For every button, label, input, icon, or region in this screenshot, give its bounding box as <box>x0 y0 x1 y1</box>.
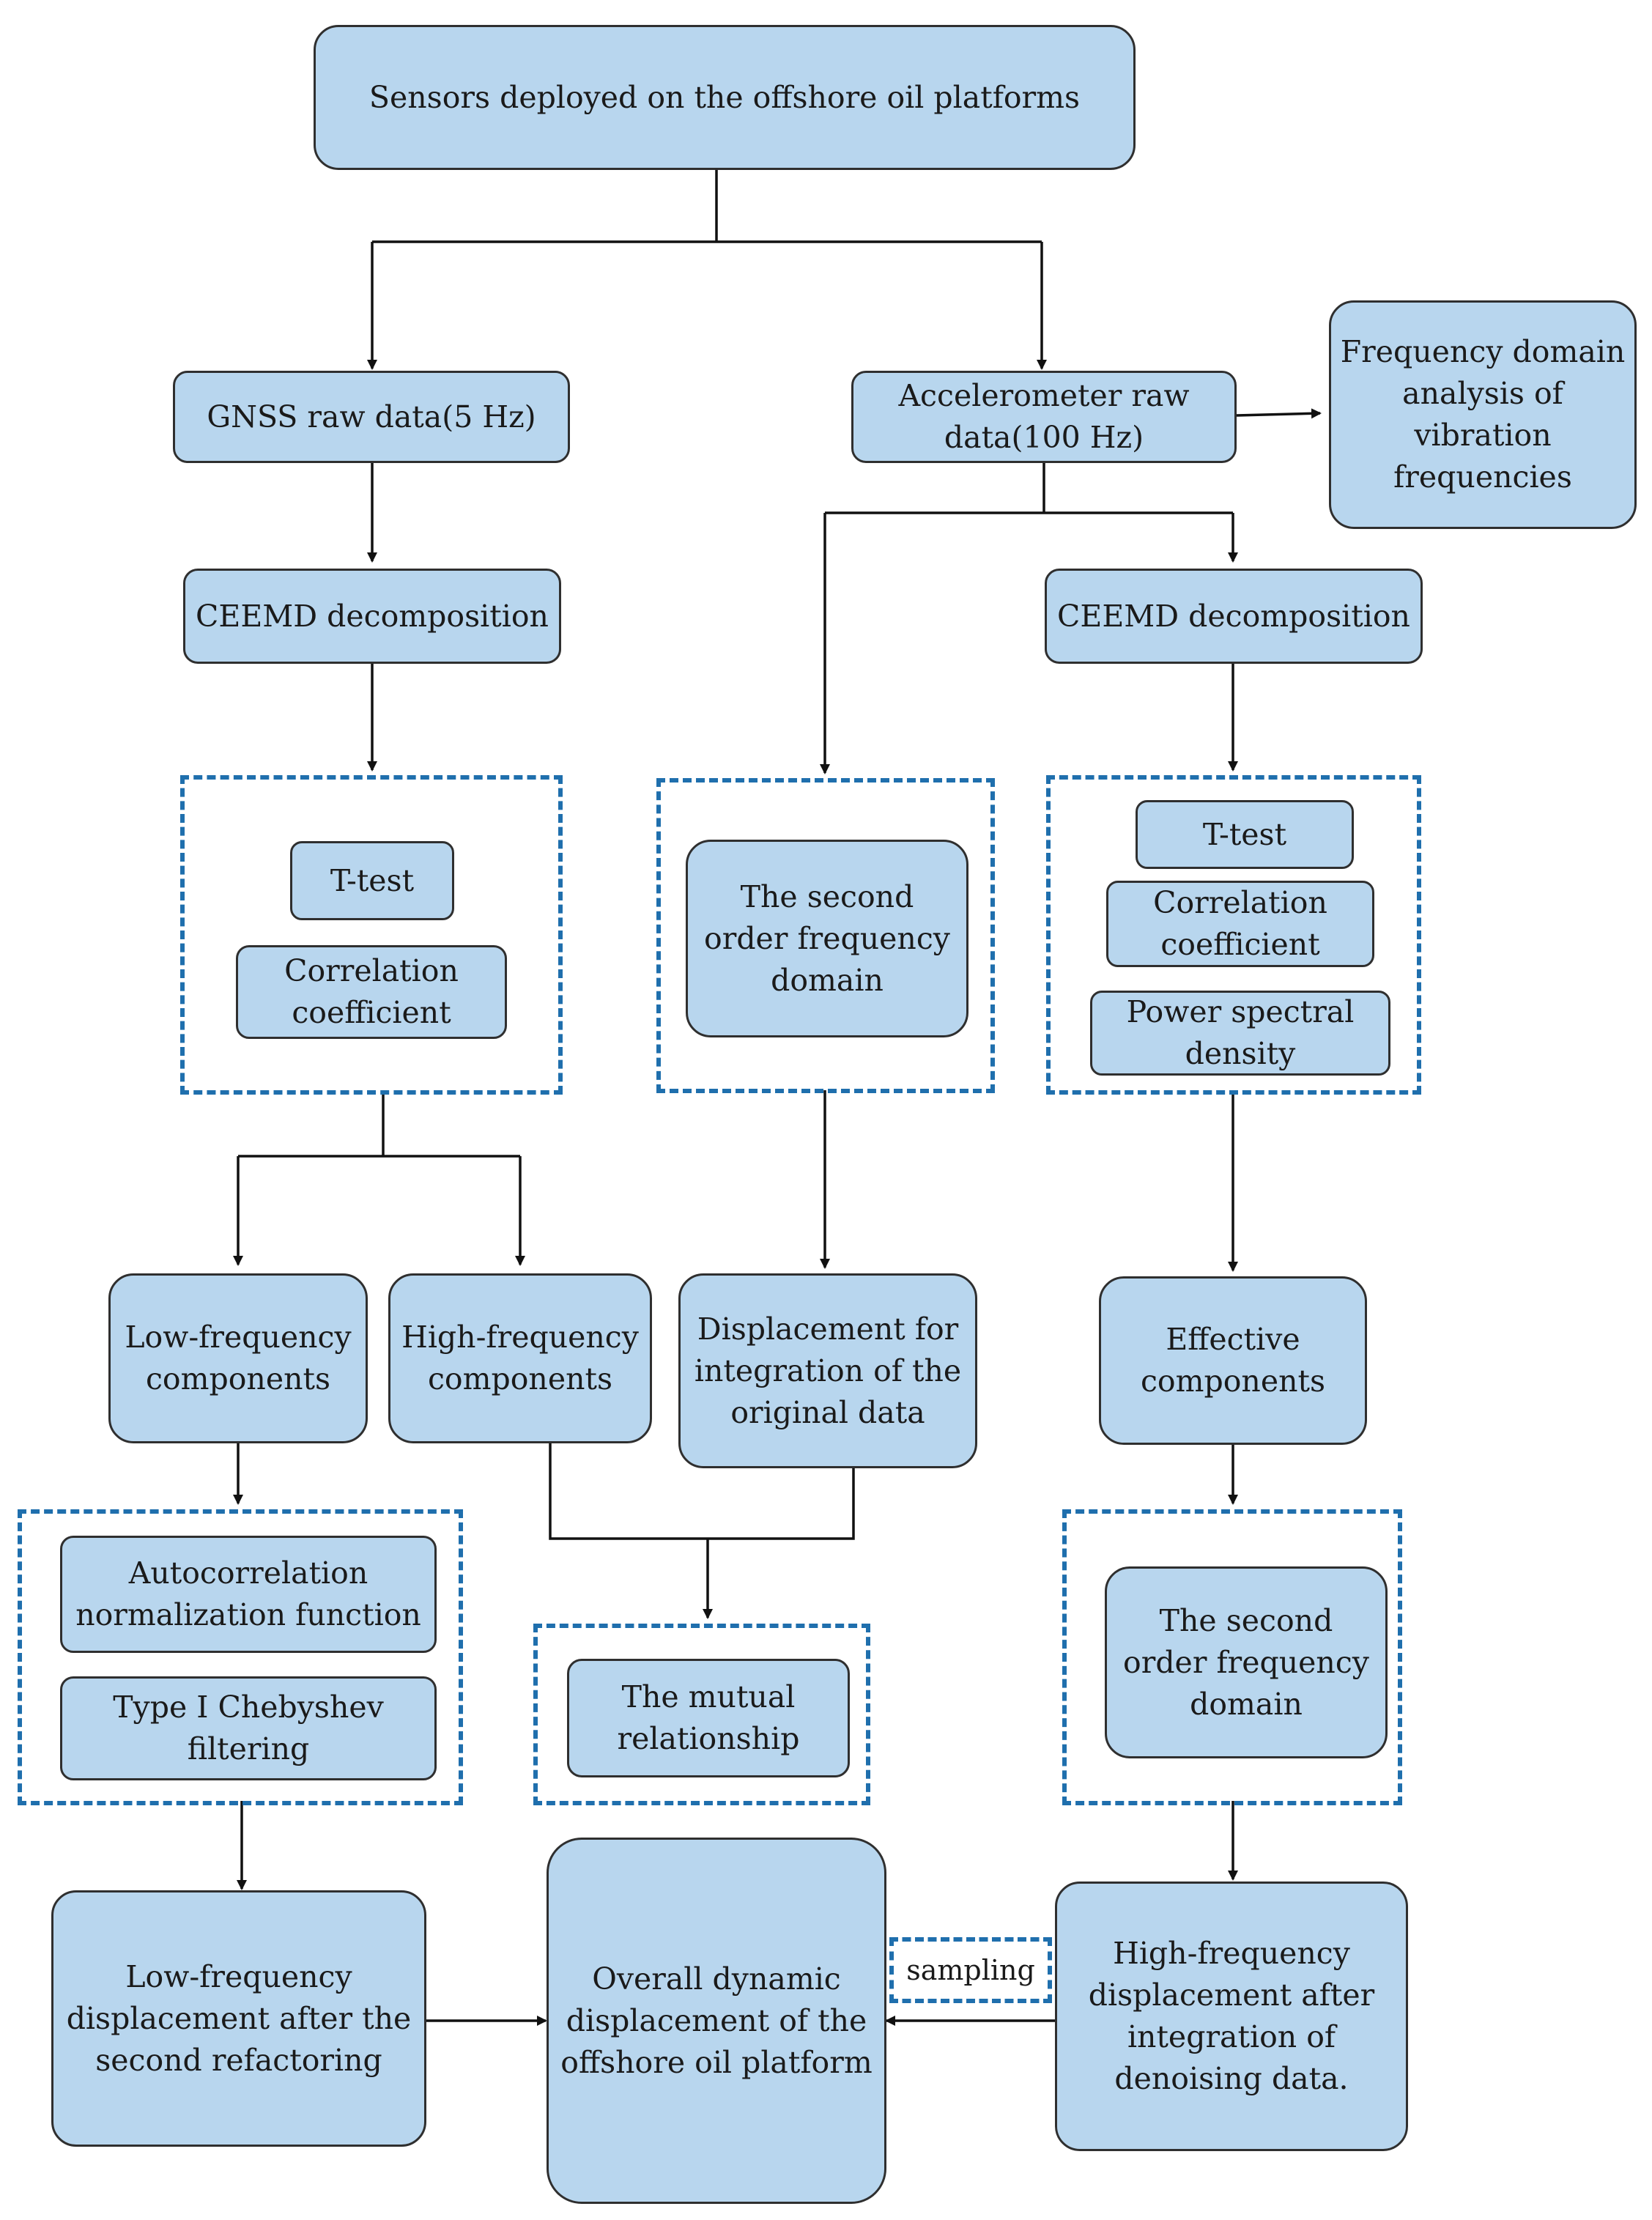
group-gnss-tests <box>180 775 563 1095</box>
node-overall: Overall dynamic displacement of the offs… <box>547 1838 886 2204</box>
edge-sensors-split <box>372 170 1042 243</box>
node-high-freq-disp: High-frequency displacement after integr… <box>1055 1882 1408 2151</box>
edge-left-group-split <box>238 1090 520 1158</box>
node-effective-comp: Effective components <box>1099 1276 1367 1445</box>
node-corr-right: Correlation coefficient <box>1106 881 1374 967</box>
node-ceemd-left: CEEMD decomposition <box>183 569 561 664</box>
node-second-order-right: The second order frequency domain <box>1105 1566 1388 1758</box>
node-corr-left: Correlation coefficient <box>236 945 507 1039</box>
edge-accel-to-freq <box>1236 408 1322 419</box>
edge-accel-split <box>825 463 1233 514</box>
group-low-filtering <box>18 1509 463 1805</box>
node-sensors: Sensors deployed on the offshore oil pla… <box>314 25 1136 170</box>
node-ttest-right: T-test <box>1136 800 1354 869</box>
node-mutual: The mutual relationship <box>567 1659 850 1777</box>
group-mutual <box>533 1624 870 1805</box>
node-low-freq-comp: Low-frequency components <box>108 1273 368 1443</box>
node-displacement-integration: Displacement for integration of the orig… <box>678 1273 977 1468</box>
group-second-order-right <box>1062 1509 1402 1805</box>
group-mid-frequency <box>656 778 995 1093</box>
label-sampling: sampling <box>889 1937 1052 2003</box>
node-autocorr: Autocorrelation normalization function <box>60 1536 437 1653</box>
node-gnss-raw: GNSS raw data(5 Hz) <box>173 371 570 463</box>
node-accel-raw: Accelerometer raw data(100 Hz) <box>851 371 1237 463</box>
node-freq-analysis: Frequency domain analysis of vibration f… <box>1329 300 1637 529</box>
node-second-order-mid: The second order frequency domain <box>686 840 968 1037</box>
edge-to-mutual <box>549 1438 855 1540</box>
node-ttest-left: T-test <box>290 841 454 920</box>
node-high-freq-comp: High-frequency components <box>388 1273 652 1443</box>
node-low-freq-disp: Low-frequency displacement after the sec… <box>51 1890 426 2147</box>
group-accel-tests <box>1046 775 1421 1095</box>
node-psd-right: Power spectral density <box>1090 991 1390 1076</box>
node-chebyshev: Type I Chebyshev filtering <box>60 1676 437 1780</box>
node-ceemd-right: CEEMD decomposition <box>1045 569 1423 664</box>
